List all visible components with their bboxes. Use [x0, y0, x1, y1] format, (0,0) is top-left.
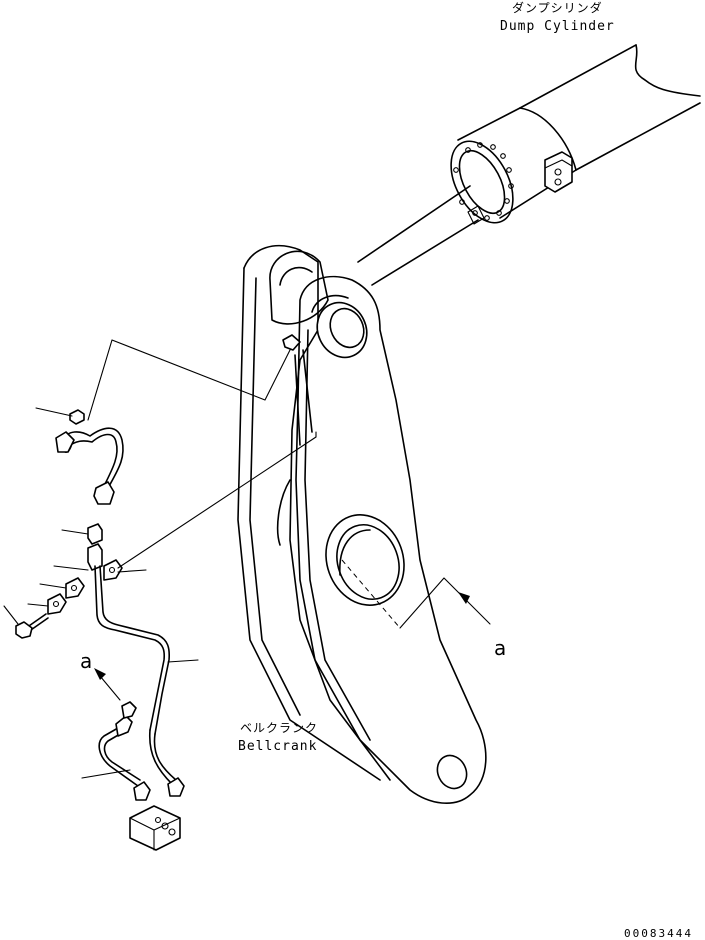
- dump-cylinder-label-jp: ダンプシリンダ: [512, 0, 603, 15]
- leader-lines: [3, 339, 465, 779]
- view-direction-arrow-icon-left: [94, 668, 121, 701]
- dump-cylinder: [357, 44, 701, 286]
- view-direction-arrow-icon: [458, 592, 491, 625]
- bellcrank-label-jp: ベルクランク: [240, 721, 318, 735]
- view-marker-label-2: a: [80, 649, 92, 673]
- flange-bolts: [453, 142, 514, 221]
- drawing-number: 00083444: [624, 927, 693, 940]
- bellcrank-label: Bellcrank: [238, 739, 317, 754]
- grease-piping: [15, 409, 317, 851]
- bellcrank: [237, 244, 487, 805]
- view-marker-label: a: [494, 636, 506, 660]
- dump-cylinder-label: Dump Cylinder: [500, 19, 615, 34]
